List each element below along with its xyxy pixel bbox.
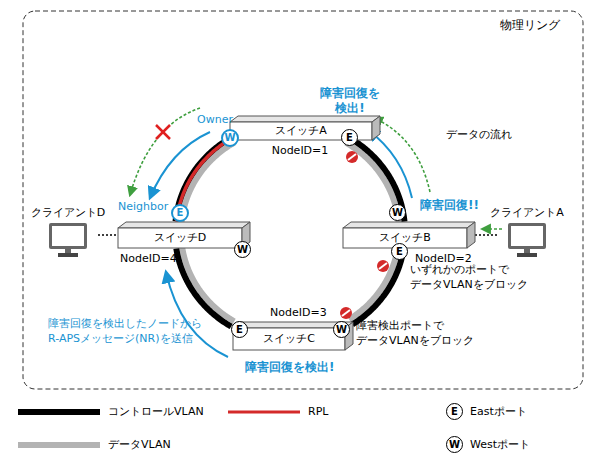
frame-title: 物理リング — [500, 19, 580, 32]
port-circle: W — [333, 321, 350, 338]
port-circle: E — [391, 243, 408, 260]
block-circle — [340, 307, 352, 319]
monitor-frame — [508, 223, 546, 249]
node-id: NodeID=3 — [270, 306, 340, 319]
blocked-cross — [156, 125, 170, 139]
monitor-screen — [511, 226, 543, 246]
dotted-link — [98, 234, 118, 236]
legend-text: データVLAN — [108, 438, 171, 452]
block-bar — [342, 310, 350, 316]
role-label: Neighbor — [118, 199, 178, 214]
client-link — [475, 235, 497, 236]
switch-name: スイッチB — [343, 231, 467, 244]
status-note: 障害回復を検出! — [245, 360, 355, 375]
block-symbol — [346, 151, 358, 163]
switch-top — [343, 222, 475, 228]
node-id: NodeID=1 — [265, 144, 335, 157]
port-circle: W — [234, 241, 251, 258]
legend-line — [18, 409, 100, 415]
note-text: 障害回復を検出したノードから R-APSメッセージ(NR)を送信 — [48, 316, 213, 346]
cross-line — [156, 125, 170, 139]
monitor-neck — [524, 249, 530, 253]
monitor-screen — [52, 226, 84, 246]
client-link — [98, 235, 118, 236]
port-circle: E — [171, 204, 189, 222]
block-bar — [379, 263, 387, 269]
note-text: いずれかのポートで データVLANをブロック — [410, 262, 550, 292]
block-circle — [377, 260, 389, 272]
status-note: 障害回復を 検出! — [316, 86, 384, 116]
legend-text: Eastポート — [470, 405, 527, 419]
legend-text: Westポート — [470, 438, 530, 452]
port-circle: E — [341, 129, 358, 146]
block-symbol — [377, 260, 389, 272]
legend-text: RPL — [308, 405, 328, 419]
switch-side — [372, 116, 380, 140]
switch-side — [467, 222, 475, 248]
port-circle: W — [389, 204, 406, 221]
data-flow-arrow — [482, 228, 502, 230]
switch-front — [118, 228, 242, 248]
role-label: Owner — [197, 112, 247, 127]
status-note: 障害回復!! — [420, 198, 500, 213]
client-name: クライアントD — [23, 206, 113, 219]
ring-segment — [176, 248, 234, 327]
switch-top — [118, 222, 250, 228]
legend-line — [228, 411, 300, 414]
monitor-neck — [65, 249, 71, 253]
client-pc: クライアントD — [38, 205, 98, 260]
control-vlan-line — [352, 249, 403, 325]
block-bar — [348, 154, 356, 160]
legend-port-circle: E — [446, 403, 463, 420]
switch-top — [230, 116, 380, 122]
legend-port-circle: W — [446, 436, 463, 453]
dotted-link — [475, 234, 497, 236]
note-text: 障害検出ポートで データVLANをブロック — [356, 318, 486, 348]
block-circle — [346, 151, 358, 163]
client-name: クライアントA — [482, 206, 572, 219]
frame-border — [23, 11, 583, 389]
node-id: NodeID=4 — [120, 252, 190, 265]
port-circle: W — [221, 129, 239, 147]
monitor-base — [58, 253, 78, 257]
switch-box: スイッチBNodeID=2 — [343, 222, 475, 248]
switch-box: スイッチDNodeID=4 — [118, 222, 250, 248]
control-vlan-line — [176, 249, 231, 327]
switch-name: スイッチC — [233, 332, 345, 345]
monitor-frame — [49, 223, 87, 249]
legend-line — [18, 442, 100, 448]
port-circle: E — [231, 321, 248, 338]
legend-text: コントロールVLAN — [108, 405, 204, 419]
flow-label: データの流れ — [446, 127, 536, 142]
monitor-base — [517, 253, 537, 257]
client-pc: クライアントA — [497, 205, 557, 260]
block-symbol — [340, 307, 352, 319]
switch-front — [233, 328, 345, 350]
cross-line — [156, 125, 170, 139]
switch-name: スイッチD — [118, 231, 242, 244]
